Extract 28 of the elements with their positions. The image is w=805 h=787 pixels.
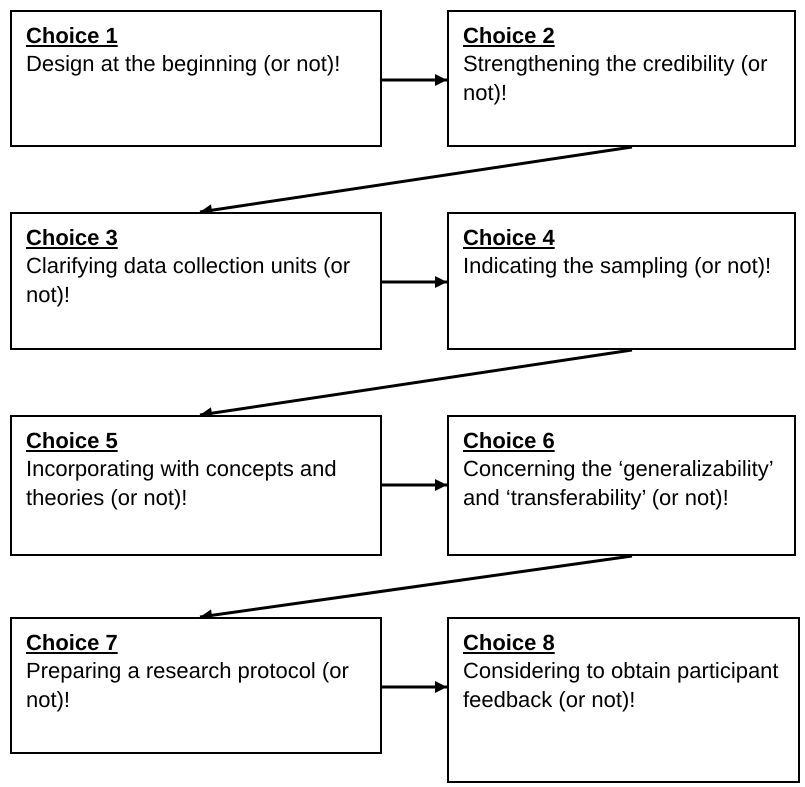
choice-description: Design at the beginning (or not)!: [26, 50, 342, 78]
choice-description: Concerning the ‘generalizability’ and ‘transferability’ (or not)!: [463, 455, 774, 512]
choice-heading: Choice 4: [463, 224, 555, 251]
choice-box: [447, 10, 796, 147]
choice-box: [10, 617, 382, 754]
choice-description: Indicating the sampling (or not)!: [463, 252, 772, 280]
choice-description: Incorporating with concepts and theories (or not)!: [26, 455, 338, 512]
arrow: [382, 479, 447, 491]
choice-box: [10, 415, 382, 556]
choice-box: [447, 415, 796, 556]
choice-heading: Choice 6: [463, 427, 555, 454]
choice-box: [10, 212, 382, 350]
choice-heading: Choice 5: [26, 427, 118, 454]
choice-heading: Choice 1: [26, 22, 118, 49]
choice-description: Considering to obtain participant feedback (or not)!: [463, 657, 780, 714]
choice-heading: Choice 8: [463, 629, 555, 656]
arrow: [382, 276, 447, 288]
arrow: [382, 681, 447, 693]
choice-description: Preparing a research protocol (or not)!: [26, 657, 350, 714]
choice-heading: Choice 2: [463, 22, 555, 49]
choice-box: [447, 617, 800, 783]
arrow: [382, 74, 447, 86]
choice-description: Clarifying data collection units (or not)!: [26, 252, 352, 309]
choice-box: [10, 10, 382, 147]
choice-heading: Choice 3: [26, 224, 118, 251]
choice-heading: Choice 7: [26, 629, 118, 656]
choice-box: [447, 212, 796, 350]
choice-description: Strengthening the credibility (or not)!: [463, 50, 768, 107]
